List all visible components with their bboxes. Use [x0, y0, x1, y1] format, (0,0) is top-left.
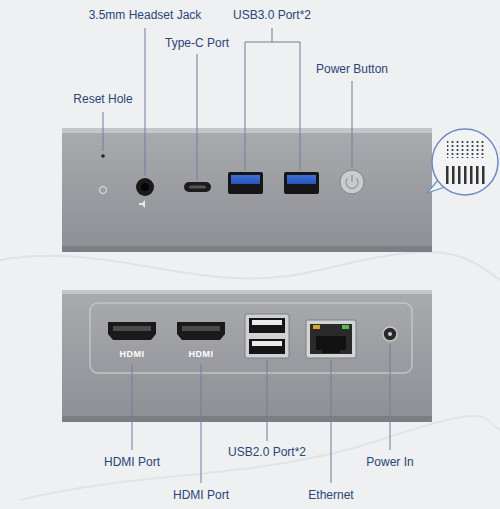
part-label: USB2.0 Port*2 — [228, 445, 306, 459]
part-label: HDMI Port — [173, 488, 229, 502]
part-label: HDMI Port — [104, 455, 160, 469]
part-label: Ethernet — [308, 488, 353, 502]
part-label: USB3.0 Port*2 — [233, 8, 311, 22]
part-label: Power Button — [316, 62, 388, 76]
port-marking: HDMI — [189, 349, 214, 359]
part-label: 3.5mm Headset Jack — [89, 8, 202, 22]
part-label: Reset Hole — [73, 92, 132, 106]
part-label: Power In — [366, 455, 413, 469]
port-marking: HDMI — [120, 349, 145, 359]
part-label: Type-C Port — [165, 36, 229, 50]
